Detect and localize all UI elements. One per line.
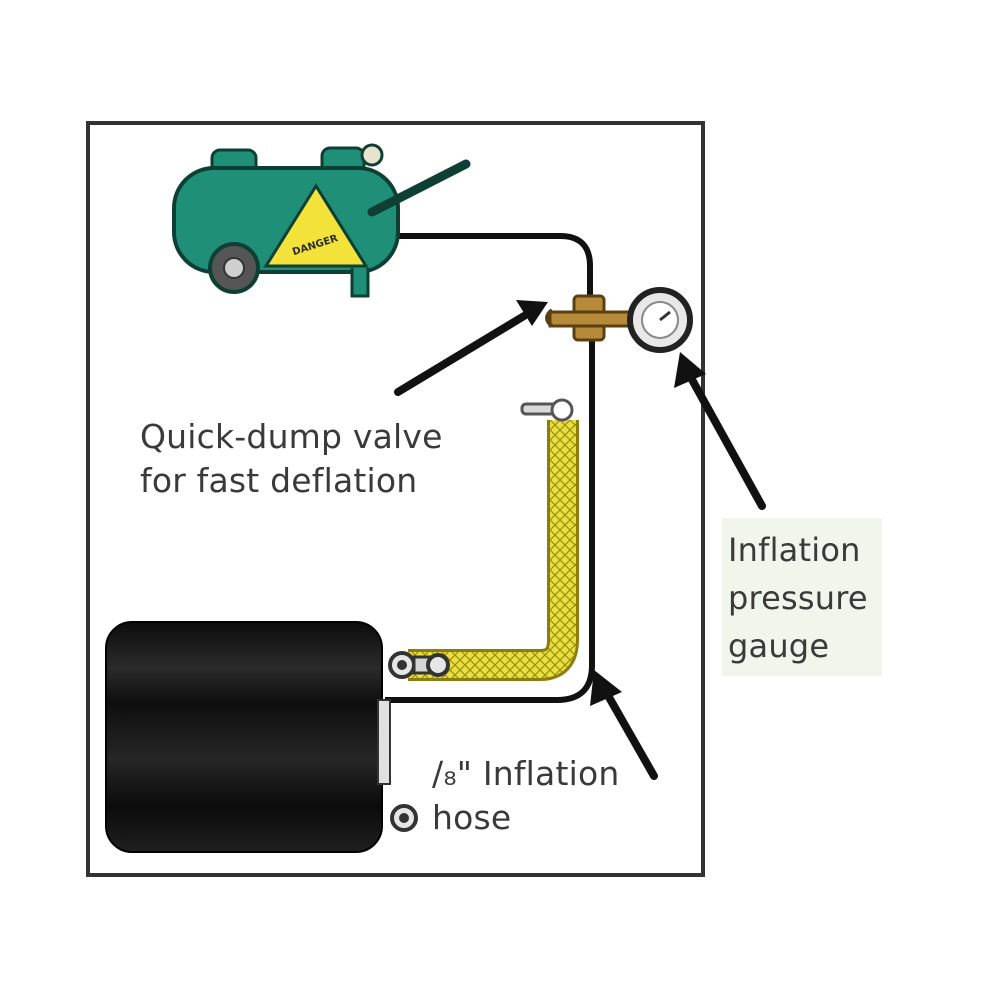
valve-label-line-1: Quick-dump valve bbox=[140, 417, 443, 456]
plug-bottom-connector bbox=[390, 804, 418, 832]
plug-body bbox=[105, 621, 383, 853]
air-compressor: DANGER bbox=[172, 143, 471, 298]
valve-label: Quick-dump valve for fast deflation bbox=[140, 415, 443, 503]
quick-dump-valve bbox=[545, 294, 632, 342]
compressor-handle bbox=[367, 159, 471, 217]
hose-braid-fill bbox=[408, 420, 576, 678]
inflation-hose bbox=[408, 420, 579, 681]
gauge-label: Inflation pressure gauge bbox=[722, 518, 882, 676]
hose-plug-connector bbox=[388, 651, 450, 679]
inflatable-plug bbox=[105, 621, 391, 853]
gauge-label-line-2: pressure bbox=[728, 579, 868, 617]
return-line bbox=[385, 338, 595, 703]
warning-triangle-icon bbox=[263, 183, 369, 268]
gauge-pointer-arrow bbox=[674, 352, 766, 510]
valve-cross bbox=[548, 310, 632, 328]
gauge-label-line-1: Inflation bbox=[728, 531, 861, 569]
valve-label-line-2: for fast deflation bbox=[140, 461, 418, 500]
plug-end-plate bbox=[377, 699, 391, 785]
gauge-label-line-3: gauge bbox=[728, 627, 830, 665]
air-line bbox=[395, 233, 593, 300]
compressor-cap bbox=[360, 143, 384, 167]
valve-lever bbox=[545, 308, 554, 328]
compressor-wheel-hub bbox=[223, 257, 245, 279]
pressure-gauge bbox=[627, 287, 693, 353]
valve-pointer-arrow bbox=[394, 300, 548, 396]
hose-label: /₈" Inflation hose bbox=[432, 752, 619, 840]
hose-label-line-2: hose bbox=[432, 798, 512, 837]
hose-top-connector bbox=[520, 398, 574, 422]
compressor-foot bbox=[350, 268, 370, 298]
hose-pointer-arrow bbox=[590, 670, 658, 780]
hose-label-line-1: /₈" Inflation bbox=[432, 754, 620, 793]
gauge-needle bbox=[659, 310, 671, 322]
